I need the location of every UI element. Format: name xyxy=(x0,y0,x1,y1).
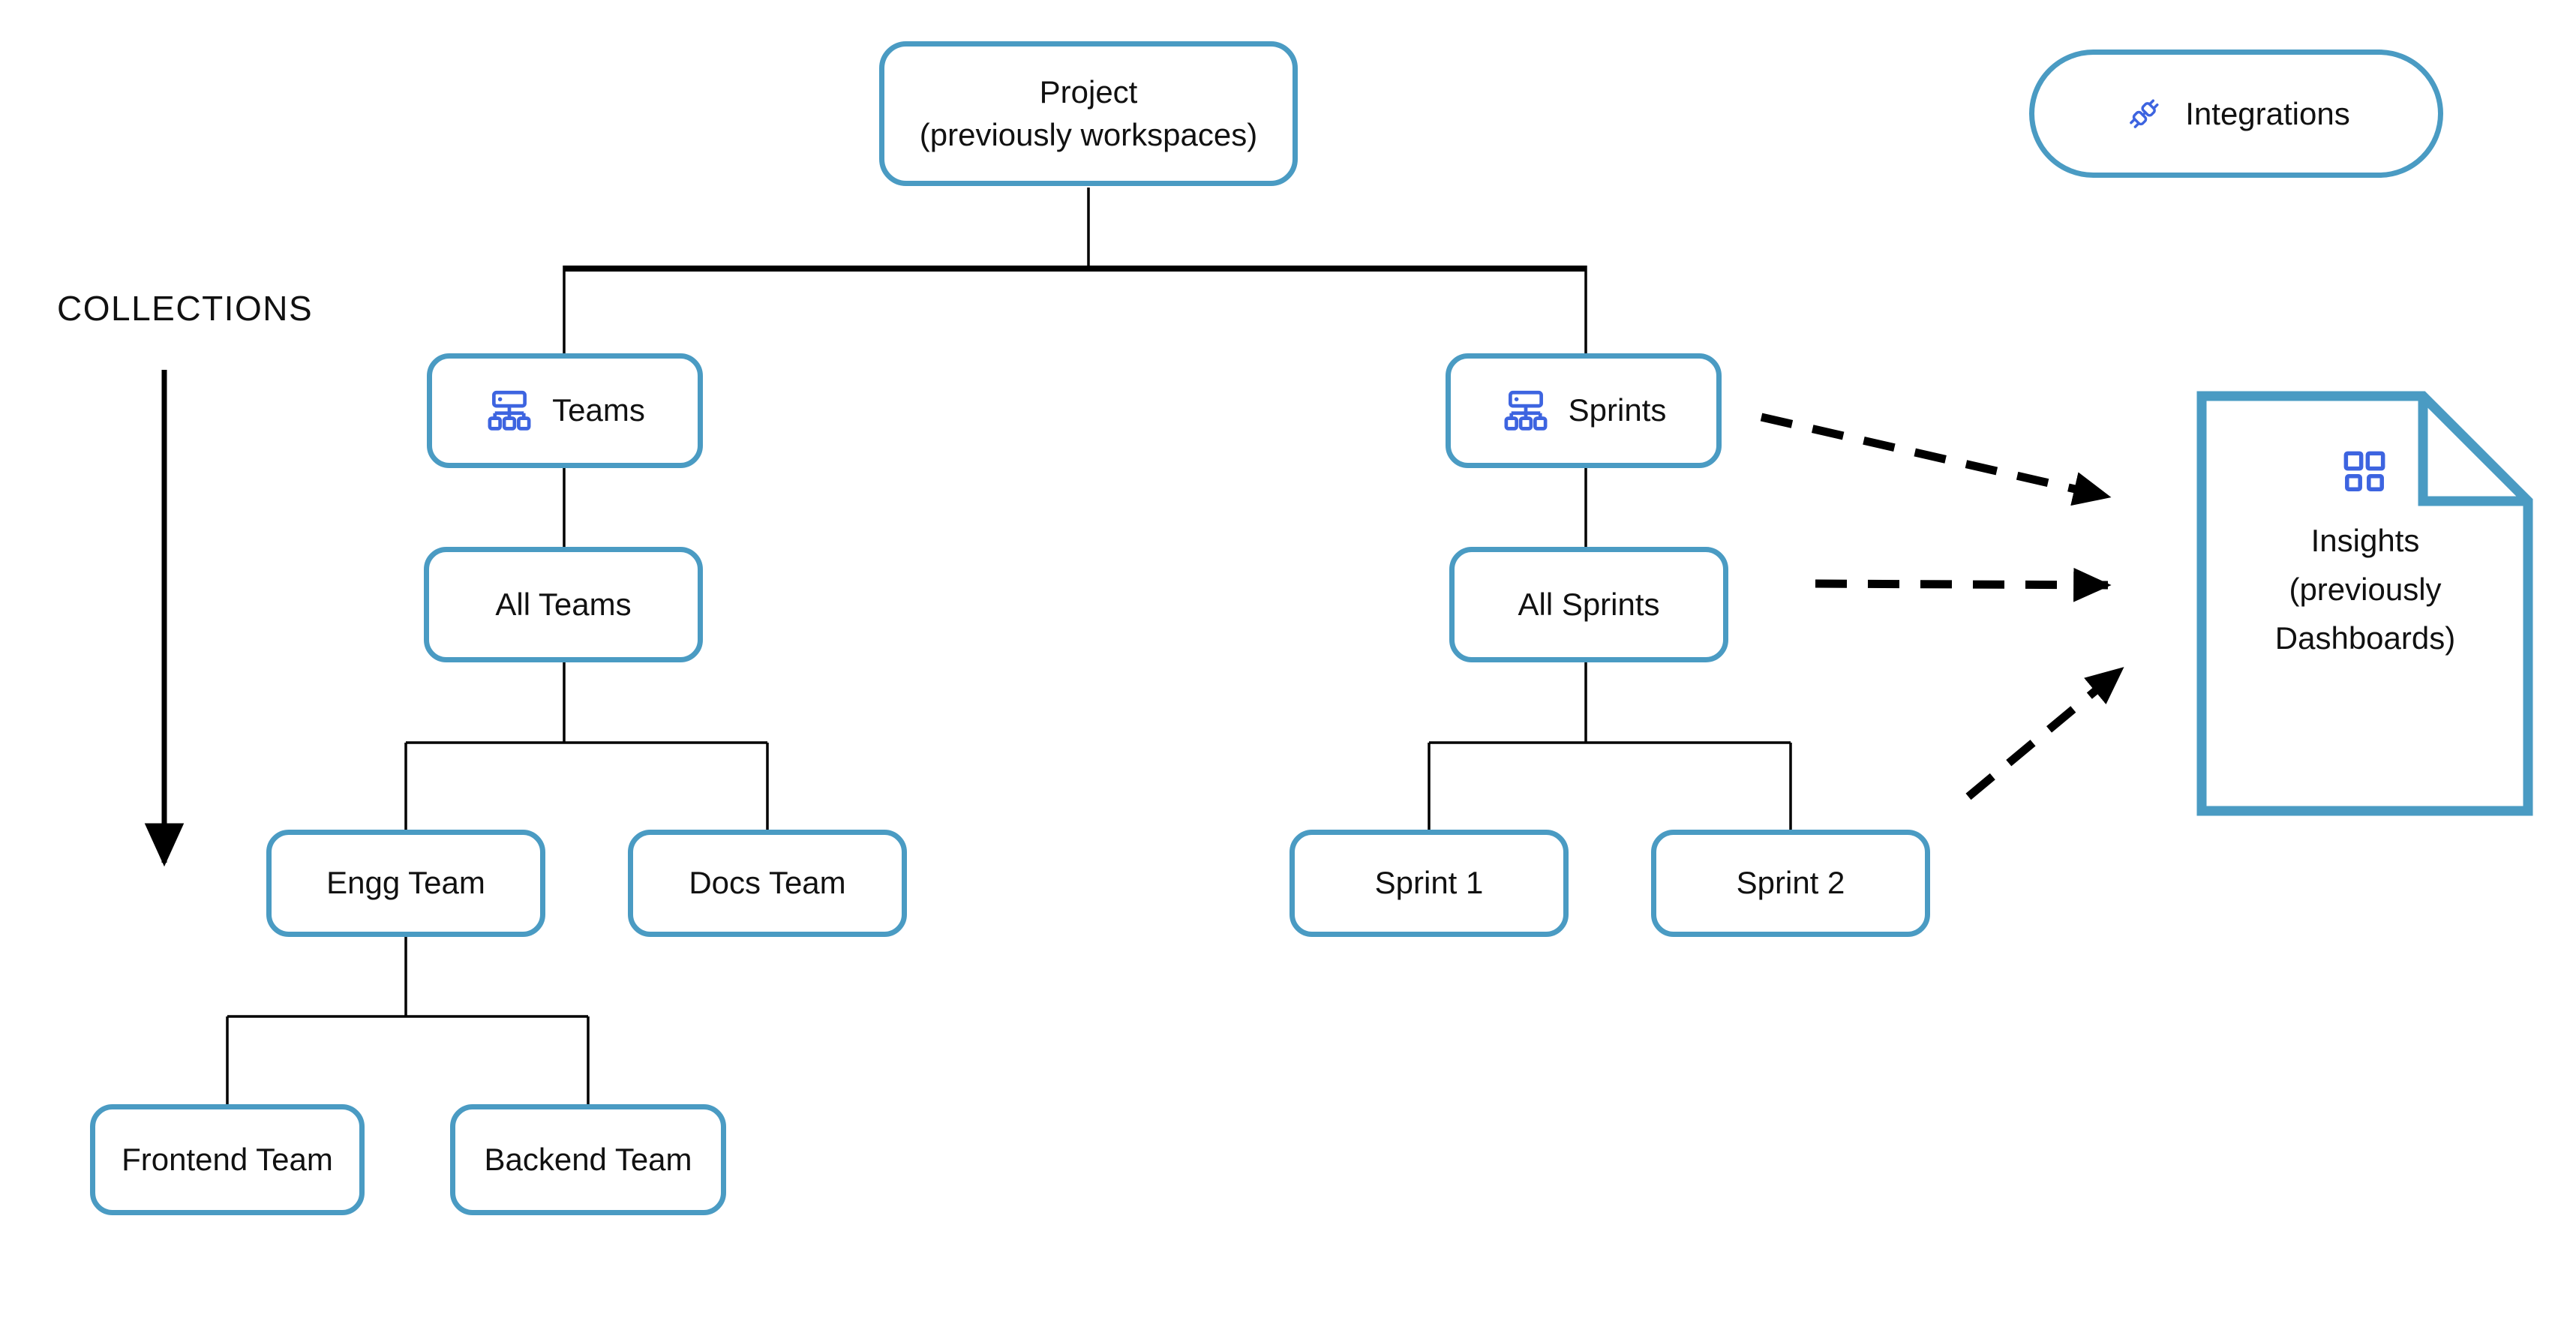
node-engg-team: Engg Team xyxy=(266,830,545,937)
integrations-pill: Integrations xyxy=(2029,50,2443,178)
dashed-arrow-sprint2-insights xyxy=(1965,665,2124,800)
node-project-label: Project (previously workspaces) xyxy=(919,74,1258,152)
node-sprints-label: Sprints xyxy=(1568,392,1667,428)
hierarchy-icon xyxy=(485,347,534,475)
dashed-arrow-sprints-insights xyxy=(1760,413,2112,506)
node-docs-team-label: Docs Team xyxy=(689,865,846,901)
node-docs-team: Docs Team xyxy=(628,830,907,937)
connector-engg-children xyxy=(226,937,590,1104)
node-sprints: Sprints xyxy=(1446,353,1722,468)
plug-icon xyxy=(2122,92,2166,136)
node-all-teams: All Teams xyxy=(424,547,703,662)
node-frontend-team-label: Frontend Team xyxy=(122,1141,333,1177)
connector-branch-drops xyxy=(563,266,1587,353)
node-teams: Teams xyxy=(427,353,703,468)
node-all-sprints: All Sprints xyxy=(1449,547,1728,662)
node-teams-label: Teams xyxy=(552,392,645,428)
node-project: Project (previously workspaces) xyxy=(879,41,1298,186)
node-insights-label: Insights (previously Dashboards) xyxy=(2274,523,2456,656)
node-backend-team: Backend Team xyxy=(450,1104,726,1215)
node-sprint-2-label: Sprint 2 xyxy=(1736,865,1845,901)
dashed-arrow-allsprints-insights xyxy=(1815,567,2112,602)
node-backend-team-label: Backend Team xyxy=(484,1141,692,1177)
connector-allsprints-children xyxy=(1428,662,1792,830)
hierarchy-icon xyxy=(1501,347,1551,475)
node-all-teams-label: All Teams xyxy=(495,586,632,622)
node-sprint-1: Sprint 1 xyxy=(1290,830,1569,937)
node-sprint-1-label: Sprint 1 xyxy=(1374,865,1484,901)
node-frontend-team: Frontend Team xyxy=(90,1104,365,1215)
node-engg-team-label: Engg Team xyxy=(326,865,485,901)
connector-allteams-children xyxy=(404,662,769,830)
grid-icon xyxy=(2341,450,2388,494)
node-all-sprints-label: All Sprints xyxy=(1518,586,1660,622)
integrations-label: Integrations xyxy=(2185,95,2350,131)
collections-label: COLLECTIONS xyxy=(57,289,314,328)
node-sprint-2: Sprint 2 xyxy=(1651,830,1930,937)
